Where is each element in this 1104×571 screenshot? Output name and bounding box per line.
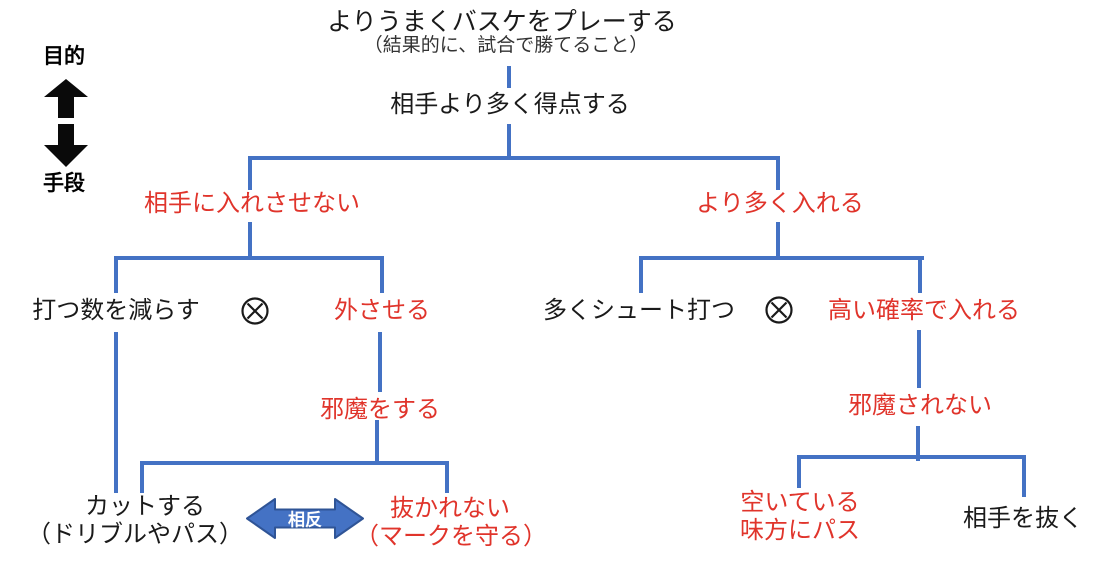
connector-highprob-to-notinterfered [917,330,921,388]
connector-right-branch-drop1 [639,256,643,293]
connector-left-branch-drop1 [114,256,118,293]
node-reduce-shots: 打つ数を減らす [32,297,200,324]
node-prevent-score: 相手に入れさせない [144,190,360,217]
connector-reduceshots-to-cut [114,332,118,493]
connector-main-horizontal [248,156,780,160]
node-cut: カットする [85,493,205,520]
node-interfere: 邪魔をする [320,396,440,423]
node-dont-get-beaten: 抜かれない [390,495,510,522]
node-beat-opponent: 相手を抜く [963,505,1083,532]
node-not-interfered: 邪魔されない [848,392,992,419]
node-make-miss: 外させる [334,297,430,324]
connector-prevent-down [248,222,252,260]
connector-bottomright-horizontal [797,455,1026,459]
connector-goal-down [507,124,511,160]
connector-makemore-down [776,222,780,260]
connector-left-branch-horizontal [114,256,384,260]
connector-bottomleft-drop1 [140,461,144,493]
connector-makemiss-to-interfere [378,332,382,392]
connector-title-to-goal [507,66,511,88]
tradeoff-label: 相反 [288,510,322,529]
diagram-title: よりうまくバスケをプレーする [327,8,677,36]
connector-interfere-down [375,420,379,465]
connector-drop-right [776,156,780,190]
node-dont-get-beaten-sub: （マークを守る） [355,523,547,550]
connector-bottomleft-drop2 [445,461,449,493]
connector-bottomright-drop1 [797,455,801,488]
connector-bottomright-drop2 [1022,455,1026,497]
axis-top-label: 目的 [43,45,85,68]
diagram-subtitle: （結果的に、試合で勝てること） [363,35,649,56]
node-high-probability: 高い確率で入れる [828,297,1020,324]
tradeoff-arrow: 相反 [245,496,365,541]
node-shoot-many: 多くシュート打つ [543,297,735,324]
circled-times-icon-left [241,297,269,325]
node-cut-sub: （ドリブルやパス） [27,521,243,548]
node-make-more: より多く入れる [696,190,864,217]
axis-bottom-label: 手段 [43,172,85,195]
connector-left-branch-drop2 [380,256,384,293]
connector-notinterfered-down [916,426,920,461]
circled-times-icon-right [765,296,793,324]
connector-drop-left [248,156,252,190]
connector-right-branch-drop2 [918,256,922,293]
node-score-more: 相手より多く得点する [390,91,630,118]
down-arrow-icon [44,124,88,167]
up-arrow-icon [44,79,88,118]
connector-bottomleft-horizontal [140,461,449,465]
node-pass-open-line2: 味方にパス [740,517,860,544]
connector-right-branch-horizontal [639,256,924,260]
node-pass-open-line1: 空いている [740,489,860,516]
